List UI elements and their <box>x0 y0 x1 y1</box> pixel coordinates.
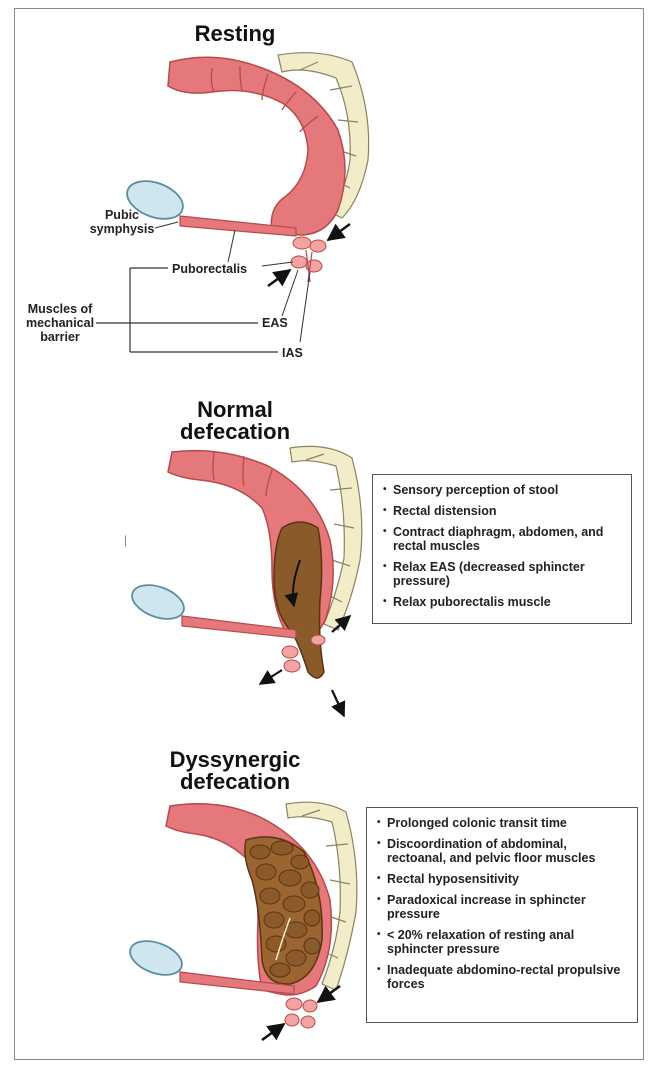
dyssynergic-bullet: < 20% relaxation of resting anal sphinct… <box>377 928 629 956</box>
dyssynergic-bullet: Discoordination of abdominal, rectoanal,… <box>377 837 629 865</box>
normal-bullet: Relax puborectalis muscle <box>383 595 623 609</box>
label-puborectalis: Puborectalis <box>172 262 272 276</box>
normal-defecation-box: Sensory perception of stool Rectal diste… <box>372 474 632 624</box>
stool-mass <box>274 522 324 678</box>
label-muscles-of-mechanical-barrier: Muscles of mechanical barrier <box>22 302 98 344</box>
dyssynergic-bullet: Paradoxical increase in sphincter pressu… <box>377 893 629 921</box>
normal-bullet: Sensory perception of stool <box>383 483 623 497</box>
label-pubic-symphysis: Pubic symphysis <box>84 208 160 236</box>
normal-bullet: Relax EAS (decreased sphincter pressure) <box>383 560 623 588</box>
label-eas: EAS <box>262 316 302 330</box>
colon-rectum <box>168 57 345 235</box>
normal-panel-illustration: | <box>124 446 362 716</box>
dyssynergic-bullet: Rectal hyposensitivity <box>377 872 629 886</box>
dyssynergic-defecation-box: Prolonged colonic transit time Discoordi… <box>366 807 638 1023</box>
dyssynergic-bullet: Prolonged colonic transit time <box>377 816 629 830</box>
normal-title-line2: defecation <box>175 420 295 444</box>
svg-text:|: | <box>124 533 127 547</box>
normal-bullet: Rectal distension <box>383 504 623 518</box>
dyssynergic-panel-illustration <box>125 802 356 1040</box>
resting-panel-illustration <box>96 53 369 352</box>
bladder <box>125 935 186 982</box>
normal-bullet: Contract diaphragm, abdomen, and rectal … <box>383 525 623 553</box>
dyssynergic-bullet: Inadequate abdomino-rectal propulsive fo… <box>377 963 629 991</box>
resting-title: Resting <box>170 22 300 46</box>
label-ias: IAS <box>282 346 322 360</box>
bladder <box>127 579 188 626</box>
dyssynergic-title-line2: defecation <box>145 770 325 794</box>
